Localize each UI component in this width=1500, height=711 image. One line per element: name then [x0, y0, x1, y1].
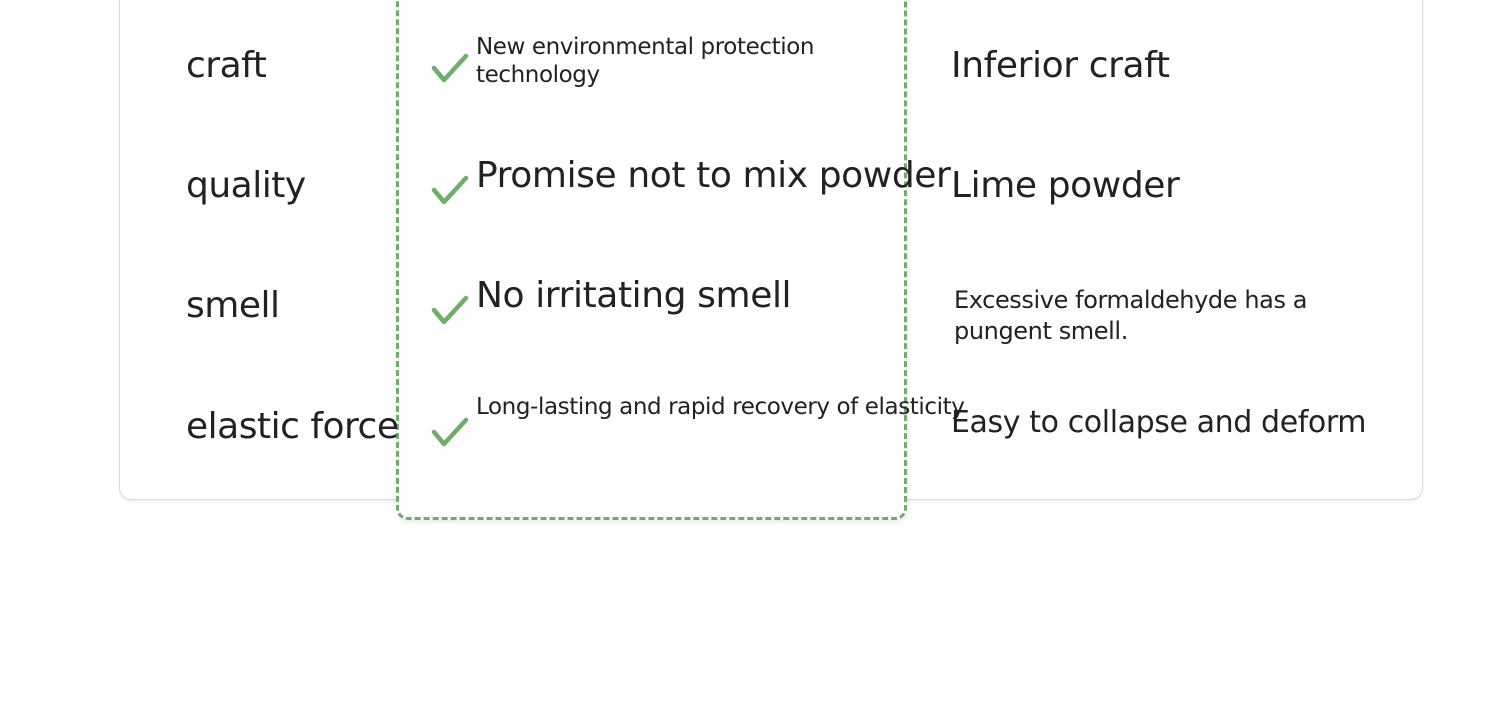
attribute-label-craft: craft — [186, 45, 267, 86]
highlighted-column — [396, 0, 907, 520]
attribute-label-quality: quality — [186, 165, 306, 206]
ours-text-elastic-force: Long-lasting and rapid recovery of elast… — [476, 394, 965, 420]
ours-text-smell: No irritating smell — [476, 275, 792, 316]
check-icon — [431, 417, 469, 447]
theirs-text-craft: Inferior craft — [951, 45, 1170, 86]
ours-row-elastic-force: Long-lasting and rapid recovery of elast… — [430, 394, 965, 452]
ours-text-quality: Promise not to mix powder — [476, 155, 951, 196]
theirs-text-quality: Lime powder — [951, 165, 1180, 206]
ours-row-craft: New environmental protection technology — [430, 34, 836, 89]
attribute-label-smell: smell — [186, 285, 280, 326]
ours-row-quality: Promise not to mix powder — [430, 155, 951, 210]
ours-row-smell: No irritating smell — [430, 275, 792, 330]
check-icon — [431, 295, 469, 325]
attribute-label-elastic-force: elastic force — [186, 406, 399, 447]
theirs-text-elastic-force: Easy to collapse and deform — [951, 405, 1367, 440]
check-icon — [431, 175, 469, 205]
theirs-text-smell: Excessive formaldehyde has a pungent sme… — [954, 286, 1308, 346]
check-icon — [431, 53, 469, 83]
ours-text-craft: New environmental protection technology — [476, 34, 815, 88]
